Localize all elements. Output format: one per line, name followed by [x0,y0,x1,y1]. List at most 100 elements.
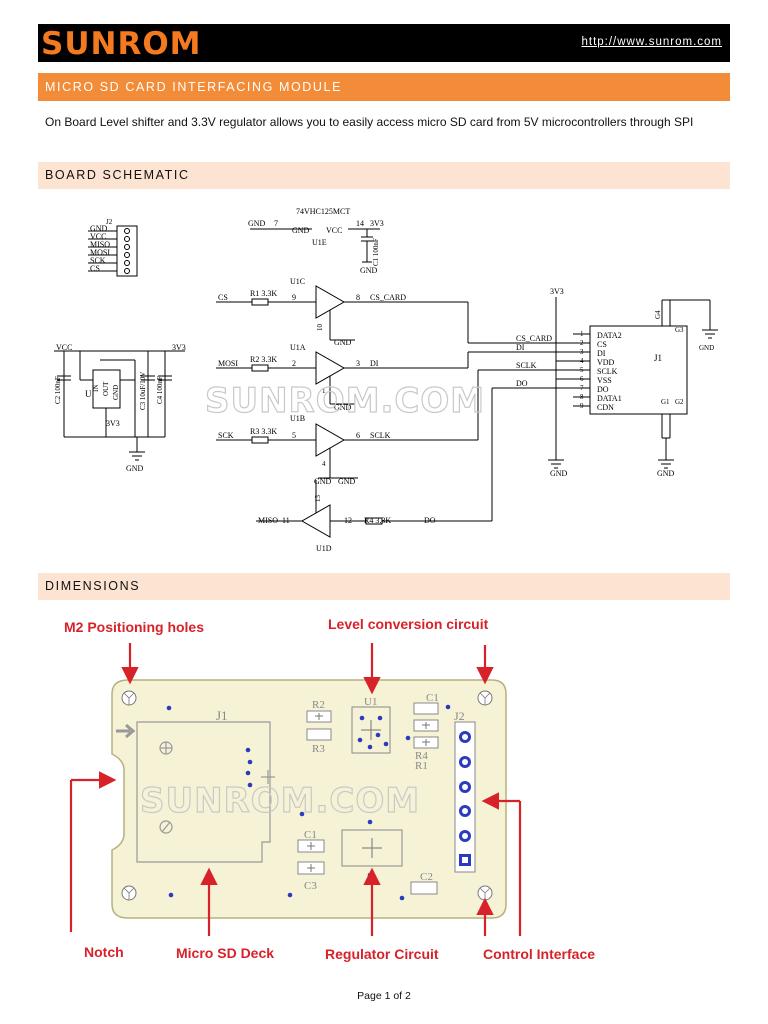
j2-pin-circles [124,228,130,274]
u1a-gnd: GND [334,403,352,412]
u1c-ref: U1C [290,277,305,286]
j1-shield-g3: G3 [675,326,684,334]
micro-sd-deck-outline [136,721,275,863]
section-dimensions-bar: DIMENSIONS [38,573,730,600]
j1-gnd-top: GND [699,344,714,352]
bus-gnd: GND [550,469,568,478]
u1d-out-pin: 12 [344,516,352,525]
sunrom-logo: SUNROM [41,26,202,62]
annotation-positioning-holes: M2 Positioning holes [64,619,204,635]
watermark-schematic: SUNROM.COM [205,381,485,421]
j1-pin9-name: CDN [597,403,614,412]
j2-pin-miso: MISO [90,240,110,249]
j1-pin3-name: DI [597,349,606,358]
j1-pin3-num: 3 [580,348,584,356]
silk-j2: J2 [454,709,465,723]
u1c-oe-pin: 10 [316,324,324,332]
silk-c1-top: C1 [426,692,439,704]
annotation-regulator: Regulator Circuit [325,946,439,962]
u1b-res: R3 3.3K [250,427,277,436]
website-link[interactable]: http://www.sunrom.com [581,36,722,48]
u1d-oe-pin: 13 [314,495,322,503]
j1-pin5-name: SCLK [597,367,618,376]
u1b-out-net: SCLK [370,431,391,440]
u1a-oe-pin: 1 [322,387,326,395]
annotation-level-conversion: Level conversion circuit [328,616,489,632]
annotation-control-interface: Control Interface [483,946,595,962]
u1b-gnd-left: GND [314,477,332,486]
u1e-vcc-pin-name: VCC [326,226,342,235]
u1b-out-pin: 6 [356,431,360,440]
reg-pin-gnd: GND [112,385,120,400]
u1e-gnd-pin-name: GND [292,226,310,235]
section-schematic-bar: BOARD SCHEMATIC [38,162,730,189]
u1d-in-net: MISO [258,516,278,525]
j1-pin4-name: VDD [597,358,615,367]
section-schematic-title: BOARD SCHEMATIC [45,168,190,182]
j1-pin4-num: 4 [580,357,584,365]
silk-c3: C3 [304,880,317,892]
reg-vcc: VCC [56,343,72,352]
silk-r2: R2 [312,699,325,711]
j1-pin1-num: 1 [580,330,584,338]
title-bar: MICRO SD CARD INTERFACING MODULE [38,73,730,101]
section-dimensions-title: DIMENSIONS [45,579,141,593]
j2-pin-sck: SCK [90,256,106,265]
watermark-board: SUNROM.COM [140,781,420,821]
u1d-res: R4 3.3K [364,516,391,525]
u1e-cap: C1 100nF [372,238,380,266]
j2-connector-body [116,225,138,277]
silk-c1-bottom: C1 [304,829,317,841]
j2-pin-cs: CS [90,264,100,273]
u1e-vcc-pin: 14 [356,219,364,228]
page-title: MICRO SD CARD INTERFACING MODULE [45,80,343,94]
j1-pin8-name: DATA1 [597,394,622,403]
u1b-ref: U1B [290,414,305,423]
u1a-in-pin: 2 [292,359,296,368]
j1-pin7-name: DO [597,385,609,394]
annotation-notch: Notch [84,944,124,960]
chip-name: 74VHC125MCT [296,207,350,216]
bus-di: DI [516,343,525,352]
silk-u1: U1 [364,696,377,708]
u1b-oe-pin: 4 [322,460,326,468]
u1e-ref: U1E [312,238,327,247]
silk-r1: R1 [415,760,428,772]
u1b-in-pin: 5 [292,431,296,440]
u1d-out-net: DO [424,516,436,525]
c3-label: C3 10uF/10V [139,372,147,410]
reg-gnd: GND [126,464,144,473]
j1-shield-g4: G4 [654,310,662,319]
bus-do: DO [516,379,528,388]
j1-gnd-bottom: GND [657,469,675,478]
u1d-in-pin: 11 [282,516,290,525]
silk-r4: R4 [415,750,428,762]
reg-ref: U [85,389,92,399]
u1e-cap-gnd: GND [360,266,378,275]
j2-pin-mosi: MOSI [90,248,110,257]
intro-text: On Board Level shifter and 3.3V regulato… [45,115,694,129]
j2-pin-gnd: GND [90,224,108,233]
vias [166,704,451,901]
u1a-ref: U1A [290,343,306,352]
header-bar: SUNROM http://www.sunrom.com [38,24,730,62]
j1-pin8-num: 8 [580,393,584,401]
reg-pin-in: IN [92,385,100,392]
j1-pin6-num: 6 [580,375,584,383]
j2-header-pins [459,731,471,866]
u1e-gnd-pin: 7 [274,219,278,228]
j1-pin2-name: CS [597,340,607,349]
bus-3v3: 3V3 [550,287,564,296]
silk-c2: C2 [420,871,433,883]
page-number: Page 1 of 2 [357,990,411,1002]
j1-pin5-num: 5 [580,366,584,374]
u1c-res: R1 3.3K [250,289,277,298]
u1a-in-net: MOSI [218,359,238,368]
bus-sclk: SCLK [516,361,537,370]
u1c-in-pin: 9 [292,293,296,302]
j1-pin6-name: VSS [597,376,612,385]
u1a-res: R2 3.3K [250,355,277,364]
u1e-supply: 3V3 [370,219,384,228]
u1a-out-pin: 3 [356,359,360,368]
bus-cs-card: CS_CARD [516,334,552,343]
